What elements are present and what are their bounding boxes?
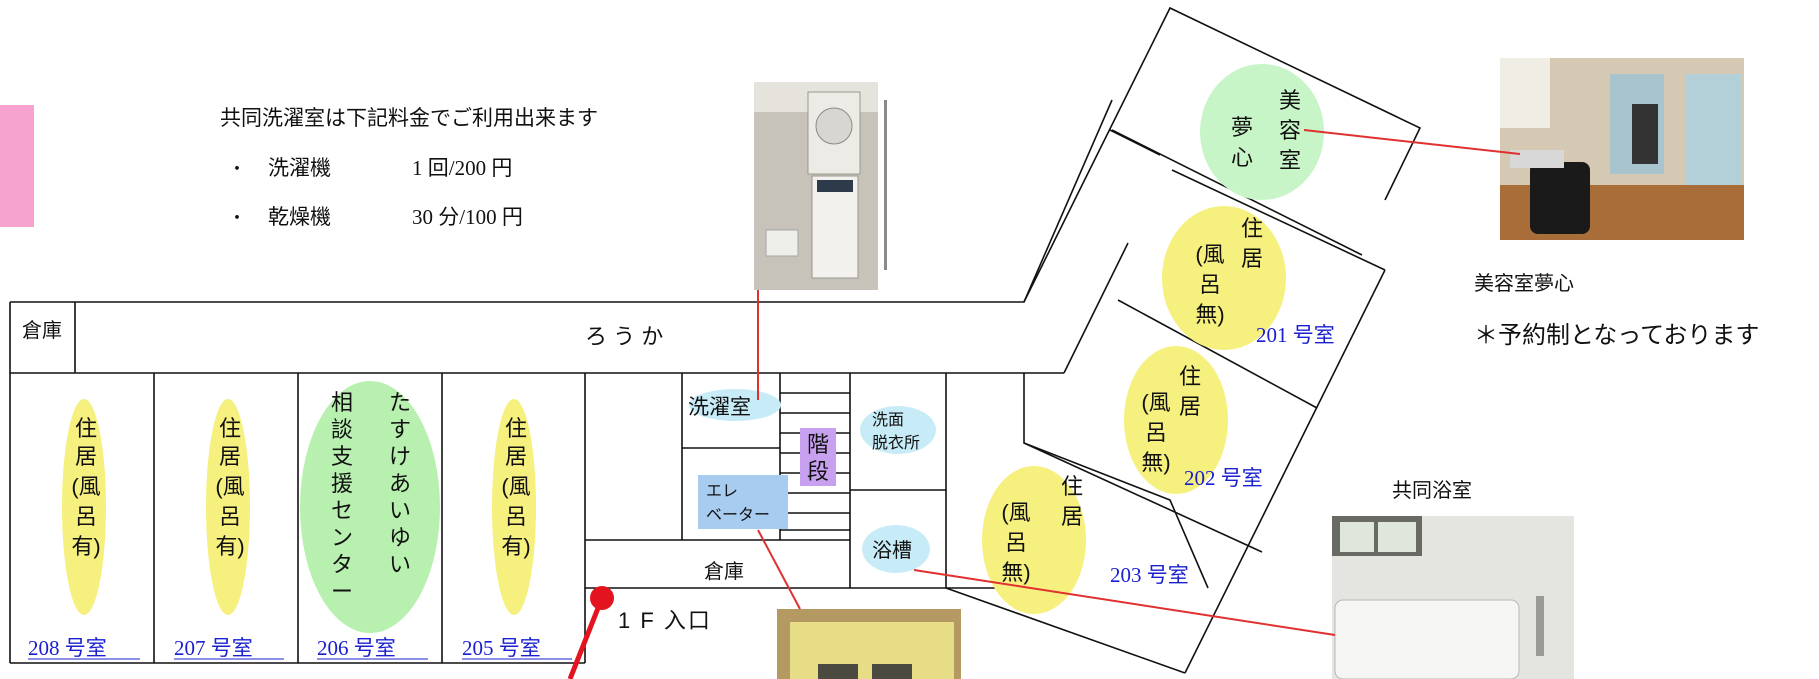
- washer-price: 1 回/200 円: [412, 156, 512, 180]
- leader-lines: [757, 129, 1521, 636]
- corridor-label: ろ う か: [585, 324, 663, 349]
- washroom-bubble: [860, 406, 936, 454]
- room-201-use-bubble: [1162, 206, 1286, 350]
- room-205-use: 住居(風呂有): [501, 416, 530, 559]
- room-205-label: 205 号室: [462, 636, 541, 660]
- stairs-tag: [800, 428, 836, 486]
- bathtub-bubble: [862, 525, 930, 573]
- salon-photo: [1500, 58, 1744, 240]
- room-206-name-col2: たすけあいゆい: [389, 390, 411, 577]
- room-208-label: 208 号室: [28, 636, 107, 660]
- salon-bubble: [1200, 64, 1324, 200]
- bullet-icon: ・: [228, 159, 246, 179]
- room-208-use: 住居(風呂有): [71, 416, 100, 559]
- side-tab: [0, 105, 34, 227]
- room-202-use-bubble: [1124, 346, 1228, 494]
- room-203-label: 203 号室: [1110, 563, 1189, 587]
- room-203-use-bubble: [982, 466, 1086, 614]
- room-202-label: 202 号室: [1184, 466, 1263, 490]
- room-202-use-col1: (風呂無): [1141, 390, 1170, 475]
- room-203-use-col2: 住居: [1061, 474, 1083, 529]
- salon-name-col2: 美容室: [1279, 88, 1301, 173]
- room-205-use-bubble: [492, 399, 536, 615]
- laundry-photo: [754, 82, 887, 290]
- room-206-use-bubble: [300, 381, 440, 633]
- salon-caption-note: ＊予約制となっております: [1474, 322, 1759, 349]
- room-208-use-bubble: [62, 399, 106, 615]
- room-202-use-col2: 住居: [1179, 364, 1201, 419]
- room-207-use-bubble: [206, 399, 250, 615]
- elevator-label: エレ: [706, 483, 738, 500]
- dryer-label: 乾燥機: [268, 206, 331, 229]
- entrance-label: 1 F 入口: [618, 608, 712, 633]
- bath-photo: [1332, 516, 1574, 679]
- stairs-label-2: 段: [807, 459, 829, 484]
- room-206-name-col1: 相談支援センター: [331, 390, 353, 604]
- room-201-use-col2: 住居: [1241, 216, 1263, 271]
- laundry-room-label: 洗濯室: [688, 396, 751, 419]
- room-207-label: 207 号室: [174, 636, 253, 660]
- room-201-use-col1: (風呂無): [1195, 242, 1224, 327]
- room-207-use: 住居(風呂有): [215, 416, 244, 559]
- room-206-label: 206 号室: [317, 636, 396, 660]
- washroom-label-2: 脱衣所: [872, 434, 920, 452]
- elevator-tag: [698, 475, 788, 529]
- dryer-price: 30 分/100 円: [412, 205, 523, 229]
- storage-bottom-label: 倉庫: [704, 560, 744, 583]
- bath-caption-title: 共同浴室: [1392, 479, 1472, 502]
- salon-caption-title: 美容室夢心: [1474, 272, 1574, 295]
- elevator-label-2: ベーター: [706, 506, 770, 524]
- storage-left-label: 倉庫: [22, 319, 62, 342]
- washer-label: 洗濯機: [268, 157, 331, 180]
- floor-plan: [9, 6, 1422, 674]
- stairs-label: 階: [807, 432, 829, 457]
- laundry-notice-title: 共同洗濯室は下記料金でご利用出来ます: [220, 107, 598, 130]
- bullet-icon: ・: [228, 208, 246, 228]
- room-201-label: 201 号室: [1256, 323, 1335, 347]
- salon-name-col1: 夢心: [1231, 115, 1253, 170]
- room-203-use-col1: (風呂無): [1001, 500, 1030, 585]
- bathtub-label: 浴槽: [872, 539, 912, 562]
- washroom-label: 洗面: [872, 411, 904, 429]
- entrance-arrow-icon: [567, 597, 605, 679]
- elevator-photo: [777, 609, 961, 679]
